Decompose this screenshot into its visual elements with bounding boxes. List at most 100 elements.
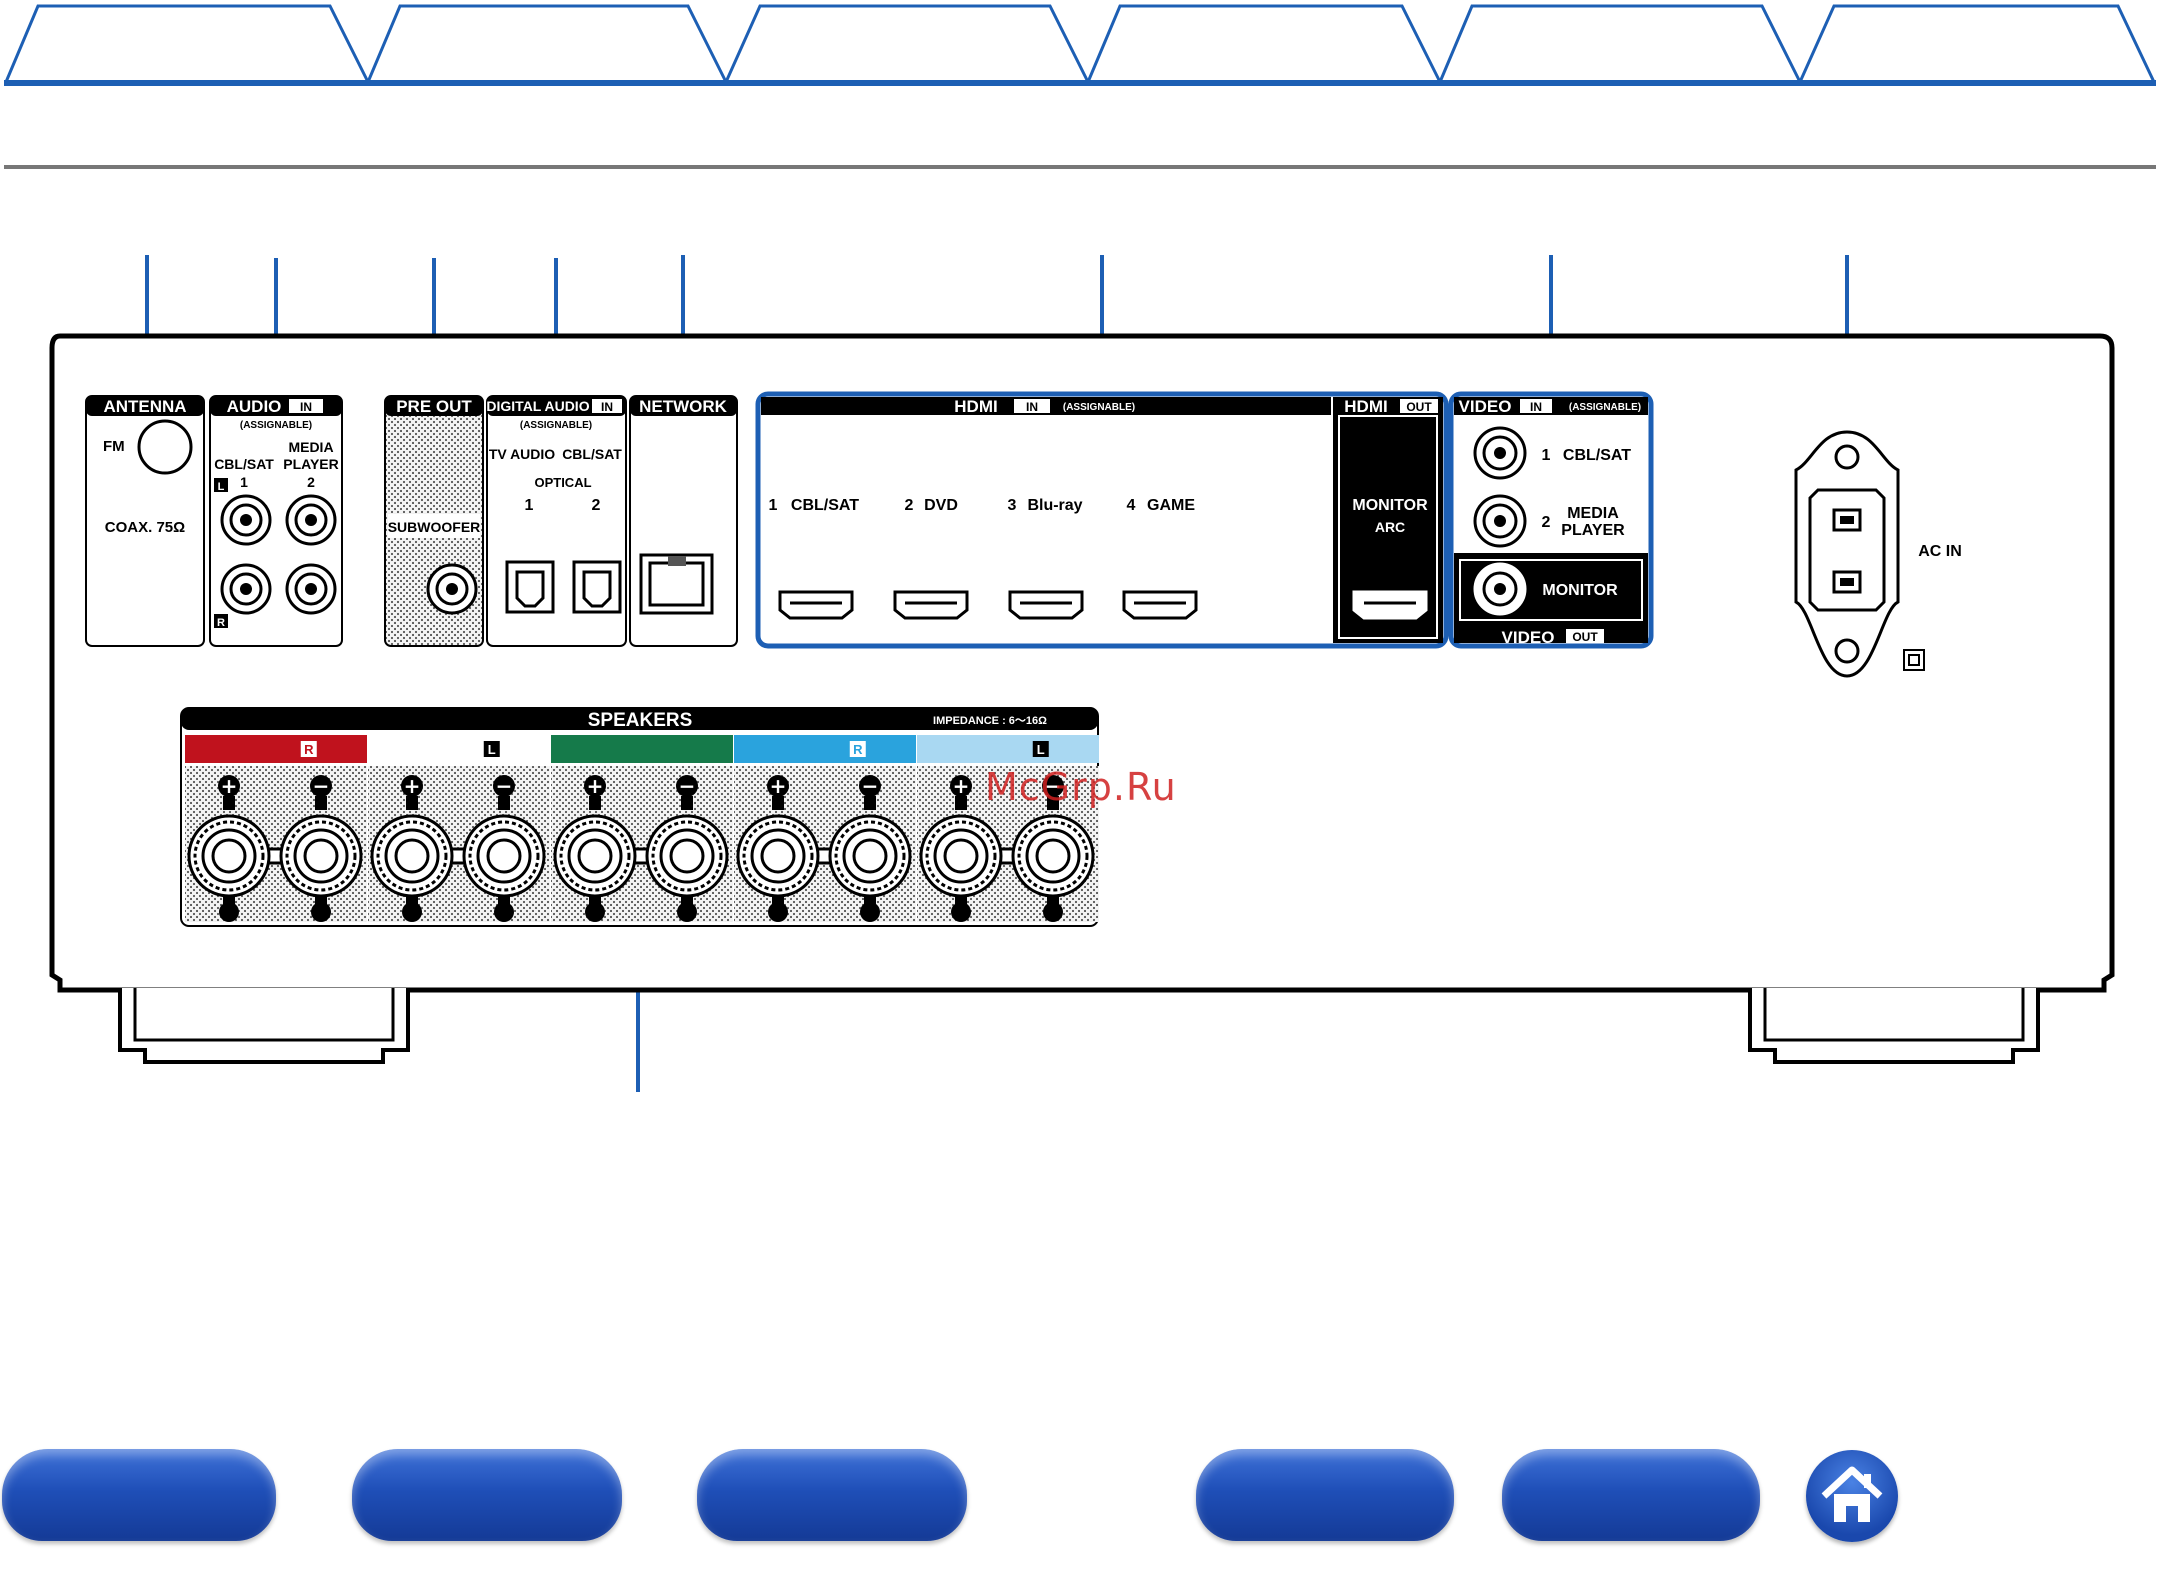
svg-text:GAME: GAME — [1147, 497, 1195, 514]
tab-1[interactable] — [4, 4, 370, 83]
optical-jack[interactable] — [505, 560, 555, 614]
digital-in-badge: IN — [601, 400, 613, 414]
speaker-terminal-plus[interactable]: + — [553, 774, 637, 922]
top-tabs — [4, 4, 2156, 86]
antenna-title: ANTENNA — [103, 397, 186, 416]
svg-text:2: 2 — [905, 497, 914, 514]
speaker-terminal-minus[interactable]: − — [1011, 774, 1095, 922]
audio-input2b: PLAYER — [283, 456, 339, 472]
fm-label: FM — [103, 438, 125, 455]
digital-num1: 1 — [525, 497, 534, 514]
svg-text:Blu-ray: Blu-ray — [1027, 497, 1082, 514]
subwoofer-label: SUBWOOFER — [388, 519, 481, 535]
nav-button-2[interactable] — [352, 1449, 622, 1541]
hdmi-port-2[interactable]: 2 DVD — [893, 497, 969, 620]
tab-2[interactable] — [366, 4, 728, 83]
hdmi-port-4[interactable]: 4 GAME — [1122, 497, 1198, 620]
video-jack-1[interactable] — [1473, 426, 1527, 480]
rca-jack[interactable] — [220, 494, 272, 546]
digital-num2: 2 — [592, 497, 601, 514]
hdmi-out-arc: ARC — [1375, 519, 1405, 535]
pre-out-panel: PRE OUT SUBWOOFER — [384, 395, 484, 647]
ac-in-inlet[interactable] — [1794, 430, 1900, 678]
svg-text:CBL/SAT: CBL/SAT — [791, 497, 859, 514]
hdmi-in-badge: IN — [1026, 400, 1038, 414]
polarity-plus-label: + — [770, 774, 787, 798]
audio-assignable: (ASSIGNABLE) — [240, 420, 312, 431]
rca-jack[interactable] — [285, 563, 337, 615]
svg-text:1: 1 — [769, 497, 778, 514]
speaker-terminal-plus[interactable]: + — [736, 774, 820, 922]
polarity-minus-label: − — [313, 774, 330, 798]
speakers-title: SPEAKERS — [588, 710, 693, 731]
audio-input2a: MEDIA — [288, 439, 333, 455]
tab-4[interactable] — [1086, 4, 1442, 83]
tab-5[interactable] — [1438, 4, 1802, 83]
digital-audio-title: DIGITAL AUDIO — [486, 398, 589, 414]
audio-input1: CBL/SAT — [214, 456, 274, 472]
video-jack-2[interactable] — [1473, 494, 1527, 548]
nav-button-4[interactable] — [1196, 1449, 1454, 1541]
optical-label: OPTICAL — [534, 475, 591, 490]
polarity-minus-label: − — [496, 774, 513, 798]
audio-in-panel: AUDIO IN (ASSIGNABLE) CBL/SAT 1 MEDIA PL… — [209, 395, 343, 647]
speaker-channel-5: L + − — [917, 735, 1099, 922]
speaker-channels: R+−L+−+−R+−L+− — [185, 735, 1099, 922]
speaker-channel-tag: R — [304, 742, 314, 757]
polarity-minus-label: − — [679, 774, 696, 798]
nav-button-3[interactable] — [697, 1449, 967, 1541]
speaker-channel-3: +− — [551, 735, 733, 922]
video-input2a: MEDIA — [1567, 505, 1619, 522]
tab-3[interactable] — [724, 4, 1090, 83]
speaker-terminal-minus[interactable]: − — [462, 774, 546, 922]
fm-connector[interactable] — [137, 419, 193, 475]
digital-assignable: (ASSIGNABLE) — [520, 420, 592, 431]
hdmi-in-assignable: (ASSIGNABLE) — [1063, 402, 1135, 413]
speaker-terminal-plus[interactable]: + — [187, 774, 271, 922]
foot-right — [1748, 988, 2040, 1064]
rca-jack[interactable] — [285, 494, 337, 546]
hdmi-in-title: HDMI — [954, 397, 997, 416]
speaker-channel-tag: L — [1037, 742, 1045, 757]
polarity-plus-label: + — [953, 774, 970, 798]
tab-6[interactable] — [1798, 4, 2156, 83]
digital-audio-panel: DIGITAL AUDIO IN (ASSIGNABLE) TV AUDIO C… — [486, 395, 627, 647]
video-out-badge: OUT — [1572, 630, 1598, 644]
speaker-channel-1: R + − — [185, 735, 367, 922]
video-input1: CBL/SAT — [1563, 447, 1631, 464]
digital-input1: TV AUDIO — [489, 446, 555, 462]
speaker-terminal-plus[interactable]: + — [370, 774, 454, 922]
svg-text:DVD: DVD — [924, 497, 958, 514]
speaker-terminal-minus[interactable]: − — [645, 774, 729, 922]
network-title: NETWORK — [639, 397, 728, 416]
audio-in-badge: IN — [300, 400, 312, 414]
audio-num2: 2 — [307, 474, 315, 490]
digital-input2: CBL/SAT — [562, 446, 622, 462]
hdmi-port-3[interactable]: 3 Blu-ray — [1008, 497, 1084, 620]
hdmi-port-1[interactable]: 1 CBL/SAT — [769, 497, 860, 620]
nav-button-5[interactable] — [1502, 1449, 1760, 1541]
audio-right-tag: R — [217, 617, 225, 629]
speaker-channel-tag: L — [488, 742, 496, 757]
hdmi-out-port[interactable] — [1352, 590, 1428, 620]
polarity-plus-label: + — [587, 774, 604, 798]
hdmi-out-badge: OUT — [1406, 400, 1432, 414]
audio-left-tag: L — [218, 481, 225, 493]
antenna-panel: ANTENNA FM COAX. 75Ω — [85, 395, 205, 647]
video-title: VIDEO — [1459, 397, 1512, 416]
speaker-terminal-minus[interactable]: − — [828, 774, 912, 922]
speaker-terminal-plus[interactable]: + — [919, 774, 1003, 922]
speaker-terminal-minus[interactable]: − — [279, 774, 363, 922]
ethernet-port[interactable] — [639, 553, 714, 615]
network-panel: NETWORK — [629, 395, 738, 647]
rca-jack[interactable] — [220, 563, 272, 615]
optical-jack[interactable] — [572, 560, 622, 614]
video-monitor-jack[interactable] — [1473, 562, 1527, 616]
audio-num1: 1 — [240, 474, 248, 490]
nav-button-1[interactable] — [2, 1449, 276, 1541]
subwoofer-jack[interactable] — [426, 563, 478, 615]
ac-in-label: AC IN — [1918, 543, 1962, 560]
home-button[interactable] — [1806, 1450, 1898, 1542]
video-monitor-label: MONITOR — [1542, 582, 1618, 599]
